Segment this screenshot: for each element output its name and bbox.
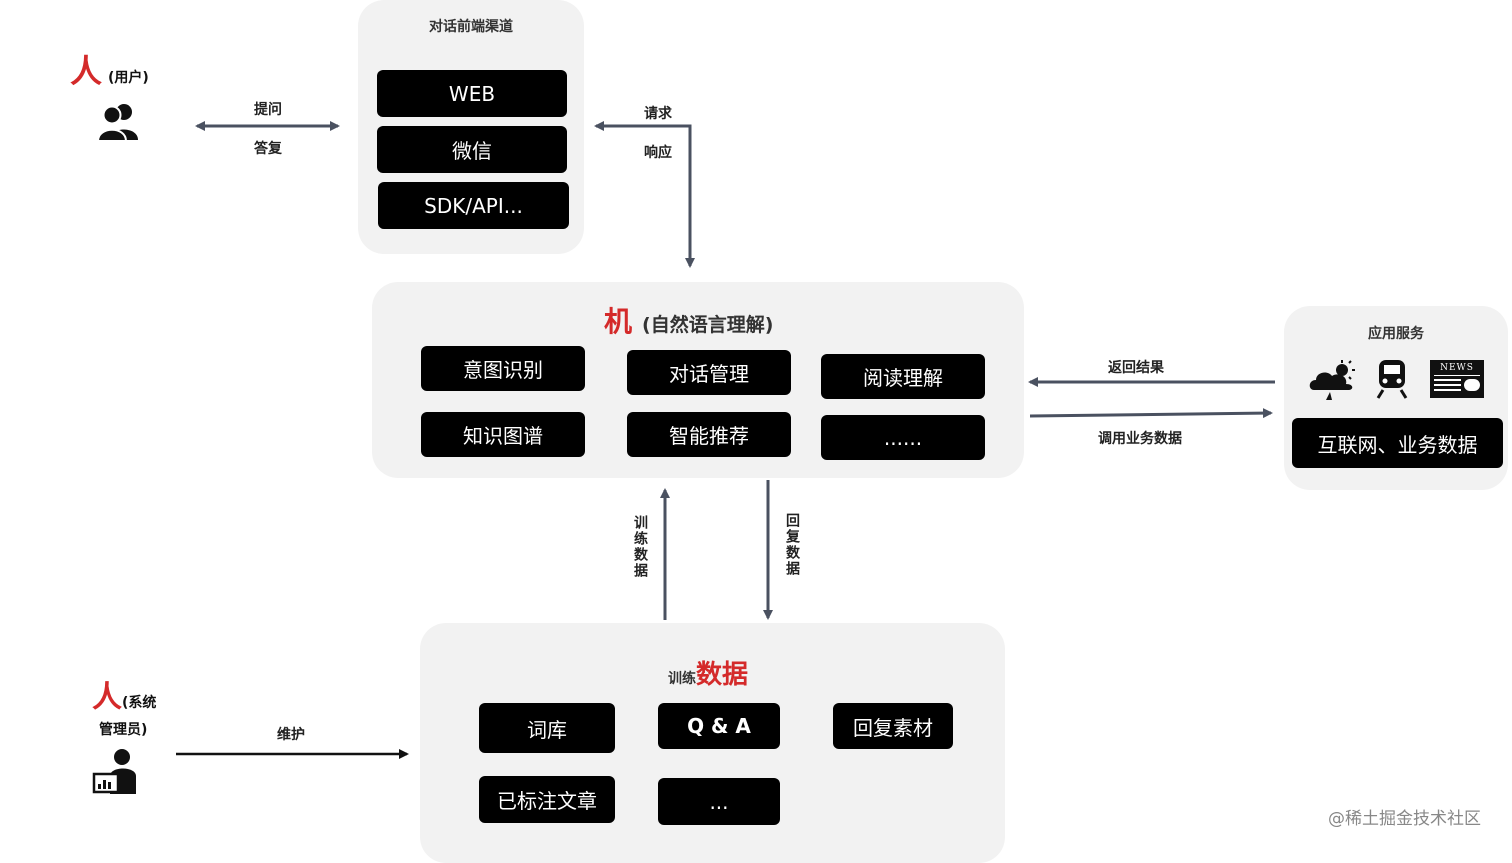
machine-subtitle: (自然语言理解) [642, 314, 774, 336]
machine-ji: 机 [604, 305, 633, 338]
ask-label: 提问 [254, 102, 282, 118]
dialog-management-block: 对话管理 [627, 350, 791, 395]
smart-recommend-block: 智能推荐 [627, 412, 791, 457]
data-title: 训练 数据 [668, 654, 748, 691]
data-title-prefix: 训练 [668, 671, 696, 687]
admin-role-line2: 管理员) [99, 722, 148, 738]
frontend-title: 对话前端渠道 [429, 19, 513, 35]
admin-ren: 人 [92, 680, 122, 715]
intent-recognition-block: 意图识别 [421, 346, 585, 391]
reading-comprehension-block: 阅读理解 [821, 354, 985, 399]
sdk-api-block: SDK/API... [378, 182, 569, 229]
more-block: ...... [821, 415, 985, 460]
wechat-block: 微信 [377, 126, 567, 173]
data-more-block: ... [658, 778, 780, 825]
admin-icon [92, 748, 140, 800]
return-result-label: 返回结果 [1108, 360, 1164, 376]
user-label: 人 (用户) [70, 46, 149, 92]
request-response-arrow [594, 121, 692, 258]
knowledge-graph-block: 知识图谱 [421, 412, 585, 457]
admin-label: 人 (系统 [92, 672, 156, 716]
request-label: 请求 [644, 106, 672, 122]
data-title-main: 数据 [696, 660, 749, 690]
app-service-title: 应用服务 [1368, 326, 1424, 342]
call-data-arrow [1029, 408, 1273, 419]
weather-icon [1308, 360, 1358, 406]
users-icon [96, 102, 142, 146]
qa-block: Q & A [658, 703, 780, 749]
train-data-label: 训练数据 [632, 515, 648, 579]
call-data-label: 调用业务数据 [1098, 431, 1182, 447]
train-icon [1374, 358, 1410, 404]
web-block: WEB [377, 70, 567, 117]
user-role: (用户) [108, 70, 149, 86]
maintain-label: 维护 [277, 727, 305, 743]
response-label: 响应 [644, 145, 672, 161]
reply-data-label: 回复数据 [784, 513, 800, 577]
news-icon-text: NEWS [1440, 363, 1474, 373]
answer-label: 答复 [254, 141, 282, 157]
watermark: @稀土掘金技术社区 [1328, 809, 1481, 829]
admin-role-line1: (系统 [122, 695, 157, 711]
internet-business-data-block: 互联网、业务数据 [1292, 418, 1503, 468]
reply-material-block: 回复素材 [833, 703, 953, 749]
machine-title: 机 (自然语言理解) [604, 300, 773, 340]
user-ren: 人 [70, 52, 103, 90]
lexicon-block: 词库 [479, 703, 615, 753]
news-icon: NEWS [1430, 360, 1484, 398]
annotated-article-block: 已标注文章 [479, 776, 615, 823]
